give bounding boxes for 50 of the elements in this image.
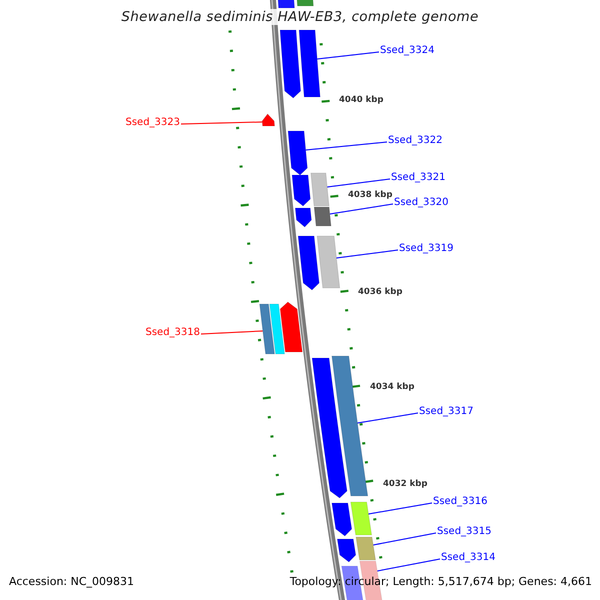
gene-label: Ssed_3318	[145, 327, 200, 339]
gene-label: Ssed_3317	[419, 406, 474, 418]
gene-block	[277, 0, 295, 8]
gene-block	[350, 502, 372, 536]
gene-block	[332, 502, 352, 536]
gene-block	[259, 304, 275, 354]
gene-block	[280, 302, 303, 352]
gene-label: Ssed_3323	[125, 117, 180, 129]
gene-block	[296, 0, 314, 6]
gene-label: Ssed_3314	[441, 552, 496, 564]
leader-line	[316, 52, 380, 60]
leader-line	[357, 412, 418, 424]
gene-block	[310, 172, 330, 206]
leader-line	[329, 204, 394, 214]
scale-label: 4040 kbp	[339, 95, 384, 106]
gene-block	[298, 236, 320, 290]
leader-line	[200, 330, 264, 334]
gene-label: Ssed_3319	[399, 243, 454, 255]
scale-label: 4034 kbp	[370, 382, 414, 392]
gene-block	[298, 30, 320, 98]
leader-line	[326, 178, 390, 188]
gene-block	[294, 208, 312, 228]
leader-line	[180, 122, 263, 124]
gene-label: Ssed_3315	[437, 526, 492, 538]
gene-label: Ssed_3316	[433, 496, 488, 508]
gene-block	[288, 130, 308, 176]
gene-block	[292, 174, 311, 206]
gene-block	[331, 356, 368, 496]
gene-label: Ssed_3320	[394, 197, 449, 209]
gene-block	[356, 536, 376, 560]
scale-label: 4036 kbp	[358, 287, 402, 298]
gene-label: Ssed_3322	[388, 135, 443, 147]
gene-block	[280, 30, 301, 98]
gene-block	[314, 206, 332, 226]
scale-label: 4038 kbp	[348, 190, 392, 200]
leader-line	[372, 532, 436, 546]
gene-block	[262, 114, 275, 126]
gene-block	[312, 358, 348, 498]
gene-label: Ssed_3321	[391, 172, 446, 184]
leader-line	[376, 558, 440, 572]
leader-line	[368, 502, 432, 514]
gene-label: Ssed_3324	[380, 45, 435, 57]
leader-line	[336, 250, 398, 258]
genome-stats-text: Topology: circular; Length: 5,517,674 bp; Genes: 4,661	[290, 575, 592, 588]
gene-block	[269, 304, 285, 354]
scale-label: 4032 kbp	[383, 479, 428, 490]
leader-line	[305, 142, 388, 150]
accession-text: Accession: NC_009831	[9, 575, 134, 588]
gene-block	[316, 236, 340, 288]
gene-block	[336, 538, 356, 562]
